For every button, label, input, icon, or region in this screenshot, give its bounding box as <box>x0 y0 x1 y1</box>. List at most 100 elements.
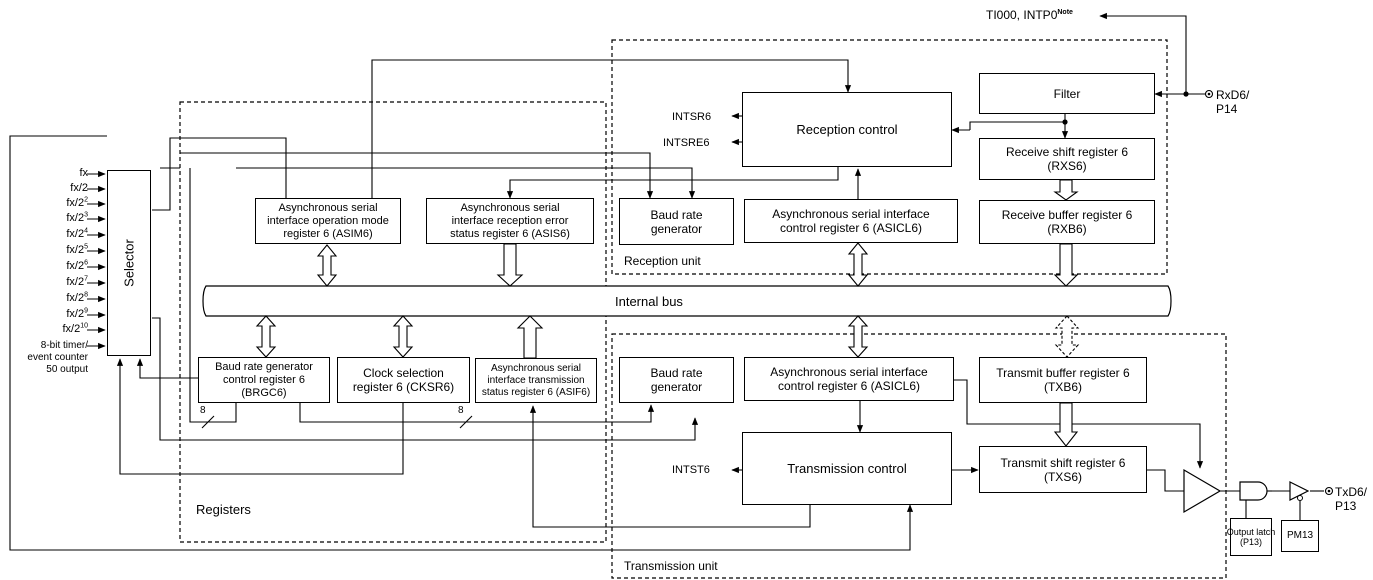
note-superscript: Note <box>1057 9 1073 16</box>
arrow-txb6-txs6 <box>1053 402 1079 447</box>
asif6-line-3: status register 6 (ASIF6) <box>481 386 591 398</box>
brgc6-register: Baud rate generator control register 6 (… <box>198 357 330 403</box>
asis6-line-2: interface reception error <box>451 214 569 227</box>
timer-input-label: 8-bit timer/ event counter 50 output <box>8 340 88 376</box>
bus-arrow-asicl6-rx <box>847 242 869 287</box>
clock-input-fx-2-9: fx/29 <box>66 307 88 320</box>
arrow-rxs6-rxb6 <box>1053 179 1079 201</box>
intsr6-label: INTSR6 <box>672 111 712 123</box>
txb6-line-1: Transmit buffer register 6 <box>996 366 1130 380</box>
rxs6-line-2: (RXS6) <box>1047 159 1087 173</box>
filter-block: Filter <box>979 73 1155 114</box>
rxb6-line-1: Receive buffer register 6 <box>1001 208 1133 222</box>
reception-unit-label: Reception unit <box>624 254 701 268</box>
txb6-register: Transmit buffer register 6 (TXB6) <box>979 357 1147 403</box>
registers-label: Registers <box>196 502 251 517</box>
rxd6-line-2: P14 <box>1216 102 1238 116</box>
selector-label: Selector <box>121 239 137 287</box>
pm13-label: PM13 <box>1286 530 1314 541</box>
brgc6-line-3: (BRGC6) <box>241 386 287 399</box>
baud-rx-line-2: generator <box>650 221 703 236</box>
bus-arrow-asicl6-tx <box>847 315 869 358</box>
and-gate-symbol <box>1239 481 1268 501</box>
bus-arrow-asis6 <box>496 243 524 287</box>
intst6-label: INTST6 <box>672 464 710 476</box>
asim6-line-3: register 6 (ASIM6) <box>283 227 373 240</box>
cksr6-line-2: register 6 (CKSR6) <box>352 380 455 394</box>
transmission-control-label: Transmission control <box>787 461 907 476</box>
asim6-line-2: interface operation mode <box>267 214 389 227</box>
bus-arrow-asif6 <box>516 315 544 359</box>
rxb6-register: Receive buffer register 6 (RXB6) <box>979 200 1155 244</box>
clock-input-fx-2-4: fx/24 <box>66 227 88 240</box>
intsre6-label: INTSRE6 <box>663 137 710 149</box>
asicl6-rx-register: Asynchronous serial interface control re… <box>744 199 958 243</box>
cksr6-line-1: Clock selection <box>363 366 444 380</box>
asicl6-tx-line-1: Asynchronous serial interface <box>770 365 928 379</box>
clock-input-fx-2-6: fx/26 <box>66 259 88 272</box>
output-latch-p13: Output latch (P13) <box>1227 518 1275 556</box>
clock-input-fx-2: fx/2 <box>70 182 88 194</box>
asicl6-rx-line-1: Asynchronous serial interface <box>772 207 930 221</box>
bus-arrow-cksr6 <box>392 315 414 358</box>
reception-unit-boundary <box>611 39 1168 275</box>
asim6-register: Asynchronous serial interface operation … <box>255 198 401 244</box>
transmission-control: Transmission control <box>742 432 952 505</box>
selector-block: Selector <box>107 170 151 356</box>
bus-width-label-1: 8 <box>200 405 206 416</box>
rxd6-pin-label: RxD6/ P14 <box>1216 88 1249 116</box>
asicl6-rx-line-2: control register 6 (ASICL6) <box>779 221 923 235</box>
internal-bus <box>202 285 1172 317</box>
pm13-register: PM13 <box>1281 520 1319 552</box>
ti000-intp0-label: TI000, INTP0Note <box>986 9 1073 21</box>
txd6-line-2: P13 <box>1335 499 1357 513</box>
baud-tx-line-2: generator <box>650 380 703 394</box>
cksr6-register: Clock selection register 6 (CKSR6) <box>337 357 470 403</box>
baud-rate-generator-rx: Baud rate generator <box>619 198 734 245</box>
timer-input-line-3: 50 output <box>46 364 88 375</box>
output-buffer-symbol <box>1183 468 1222 514</box>
clock-input-fx-2-5: fx/25 <box>66 243 88 256</box>
brgc6-line-1: Baud rate generator <box>215 360 313 373</box>
txs6-line-2: (TXS6) <box>1043 469 1082 484</box>
ti000-text: TI000, INTP0 <box>986 8 1058 22</box>
output-latch-line-2: (P13) <box>1239 537 1262 547</box>
txd6-pin-label: TxD6/ P13 <box>1335 485 1367 513</box>
bus-arrow-rxb6 <box>1053 243 1079 287</box>
clock-input-fx-2-3: fx/23 <box>66 211 88 224</box>
transmission-unit-label: Transmission unit <box>624 559 718 573</box>
bus-arrow-asim6 <box>316 244 338 287</box>
bus-width-label-2: 8 <box>458 405 464 416</box>
asicl6-tx-register: Asynchronous serial interface control re… <box>744 357 954 401</box>
asim6-line-1: Asynchronous serial <box>278 201 378 214</box>
baud-rx-line-1: Baud rate <box>650 207 703 222</box>
registers-boundary <box>179 101 607 543</box>
rxd6-line-1: RxD6/ <box>1216 88 1250 102</box>
asis6-line-1: Asynchronous serial <box>460 201 560 214</box>
baud-tx-line-1: Baud rate <box>650 366 703 380</box>
asif6-line-2: interface transmission <box>487 374 585 386</box>
asicl6-tx-line-2: control register 6 (ASICL6) <box>777 379 921 393</box>
rxb6-line-2: (RXB6) <box>1047 222 1087 236</box>
asis6-register: Asynchronous serial interface reception … <box>426 198 594 244</box>
timer-input-line-1: 8-bit timer/ <box>40 340 88 351</box>
clock-input-fx: fx <box>79 167 88 179</box>
bus-arrow-brgc6 <box>255 315 277 358</box>
rxs6-line-1: Receive shift register 6 <box>1005 145 1129 159</box>
asif6-line-1: Asynchronous serial <box>490 362 582 374</box>
clock-input-fx-2-10: fx/210 <box>62 322 88 335</box>
txb6-line-2: (TXB6) <box>1043 380 1082 394</box>
bus-arrow-txb6 <box>1054 315 1080 358</box>
asif6-register: Asynchronous serial interface transmissi… <box>475 358 597 403</box>
reception-control: Reception control <box>742 92 952 167</box>
txd6-line-1: TxD6/ <box>1335 485 1368 499</box>
baud-rate-generator-tx: Baud rate generator <box>619 357 734 403</box>
txs6-register: Transmit shift register 6 (TXS6) <box>979 446 1147 493</box>
asis6-line-3: status register 6 (ASIS6) <box>450 227 570 240</box>
txs6-line-1: Transmit shift register 6 <box>1000 455 1126 470</box>
transmission-unit-boundary <box>611 333 1227 579</box>
reception-control-label: Reception control <box>796 122 898 137</box>
filter-label: Filter <box>1053 86 1081 101</box>
